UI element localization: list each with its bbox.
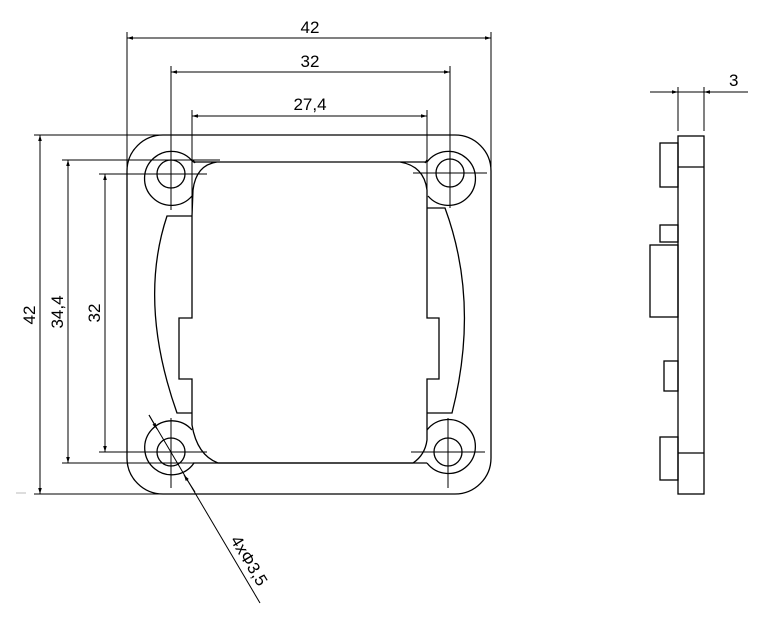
dim-hole-spacing-x: 32 (301, 52, 320, 71)
hole-boss-bottom-right (426, 418, 476, 475)
side-tab-1 (659, 142, 679, 188)
vertical-dimensions: 42 34,4 32 (16, 134, 220, 495)
horizontal-dimensions: 42 32 27,4 (126, 18, 492, 215)
right-wing-cutout (427, 207, 466, 414)
center-marks (134, 138, 487, 488)
left-wing-cutout (154, 215, 192, 414)
leader-arrow-2 (183, 474, 196, 493)
hole-callout: 4xΦ3,5 (148, 414, 272, 604)
hole-boss-top-right (426, 150, 477, 206)
front-view (126, 134, 492, 495)
dim-overall-height: 42 (20, 306, 39, 325)
hole-leader-line (148, 414, 261, 604)
dim-hole-spacing-y: 32 (85, 304, 104, 323)
extension-lines-vertical (34, 134, 220, 495)
side-tab-3 (649, 244, 679, 318)
extension-lines (126, 32, 492, 215)
side-view: 3 (649, 71, 748, 495)
hole-callout-label: 4xΦ3,5 (227, 532, 272, 589)
dim-opening-width: 27,4 (293, 95, 326, 114)
dim-overall-width: 42 (301, 18, 320, 37)
side-plate (677, 135, 705, 495)
center-opening (178, 161, 440, 464)
thickness-extension-lines (650, 87, 748, 131)
dim-thickness: 3 (729, 71, 738, 90)
dim-opening-height: 34,4 (48, 295, 67, 328)
hole-boss-bottom-left (144, 420, 195, 476)
side-tab-5 (659, 436, 679, 481)
side-tab-4 (663, 360, 679, 392)
plate-outline (126, 134, 492, 495)
hole-boss-top-left (143, 150, 194, 206)
leader-arrow-1 (148, 414, 158, 430)
side-tab-2 (659, 224, 679, 243)
